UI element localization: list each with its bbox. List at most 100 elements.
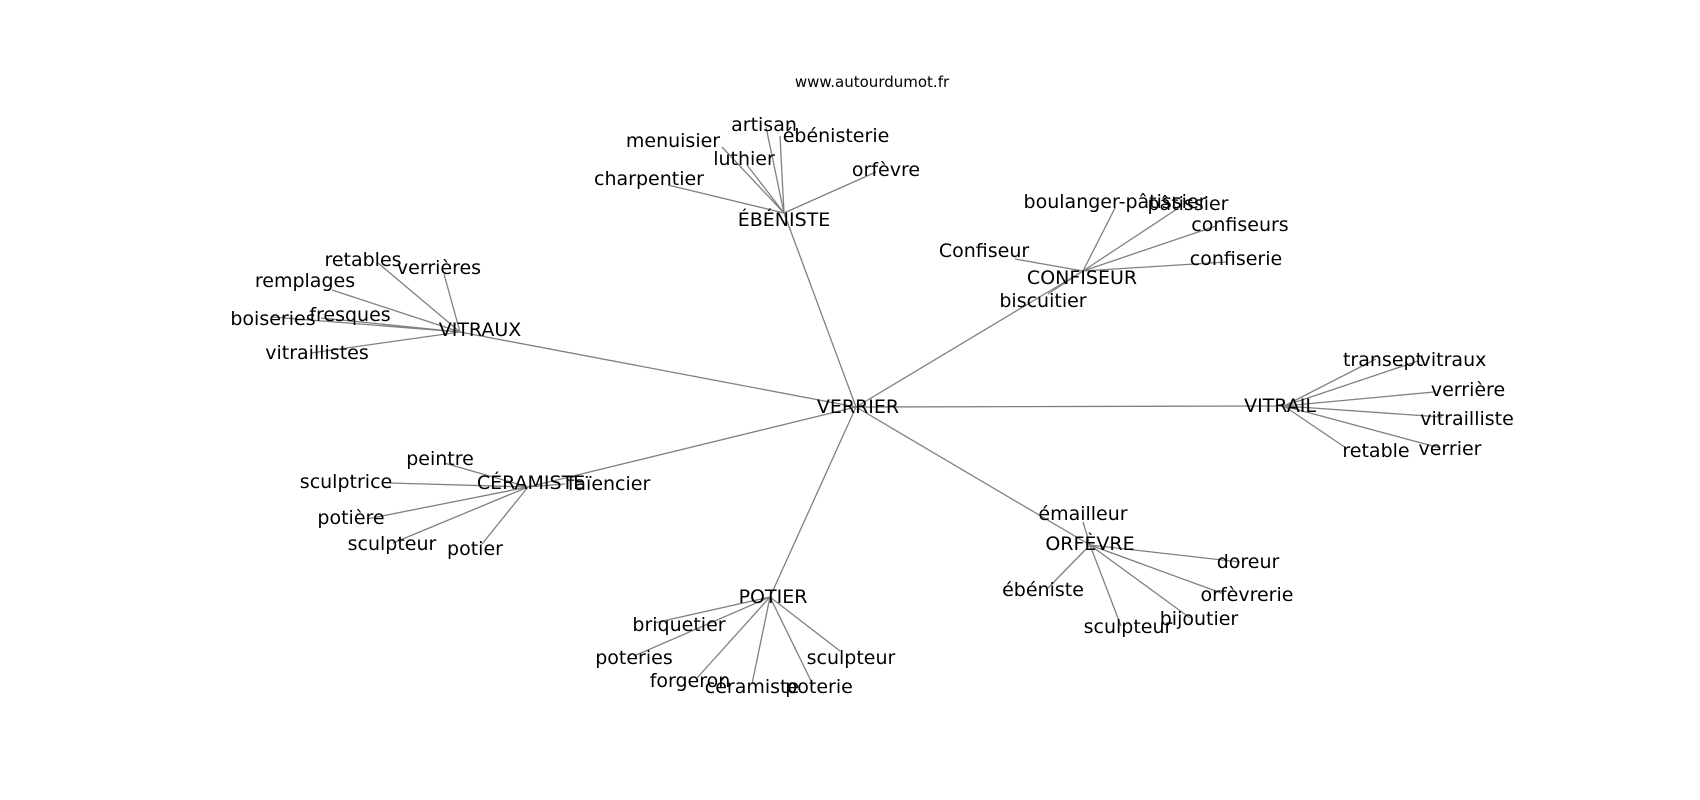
watermark-text: www.autourdumot.fr	[795, 73, 950, 91]
leaf-node-ebeniste-2: ébénisterie	[783, 125, 890, 147]
edge-potier-3	[696, 596, 771, 679]
leaf-node-ebeniste-1: artisan	[731, 114, 797, 136]
edge-vitraux-0	[377, 262, 461, 333]
leaf-node-orfevre-4: sculpteur	[1084, 616, 1173, 638]
edge-vitrail-3	[1283, 405, 1443, 418]
leaf-node-orfevre-5: bijoutier	[1160, 608, 1239, 630]
leaf-node-vitrail-5: verrier	[1418, 438, 1481, 460]
edges-layer	[271, 126, 1443, 686]
hub-node-confiseur: CONFISEUR	[1027, 267, 1137, 289]
edge-ceramiste-4	[392, 486, 529, 544]
leaf-node-ebeniste-4: orfèvre	[852, 159, 920, 181]
leaf-node-confiseur-5: biscuitier	[999, 290, 1086, 312]
leaf-node-potier-2: sculpteur	[807, 647, 896, 669]
edge-vitrail-4	[1283, 405, 1347, 449]
edge-confiseur-3	[1014, 258, 1084, 272]
edge-vitrail-2	[1283, 391, 1435, 407]
leaf-node-vitraux-0: retables	[324, 249, 401, 271]
edge-orfevre-1	[1089, 544, 1241, 563]
leaf-node-confiseur-3: Confiseur	[939, 240, 1030, 262]
edge-confiseur-5	[1047, 270, 1084, 295]
edge-orfevre-3	[1089, 544, 1225, 595]
hub-node-vitrail: VITRAIL	[1244, 395, 1316, 417]
leaf-node-ceramiste-4: sculpteur	[348, 533, 437, 555]
leaf-node-ceramiste-5: potier	[447, 538, 503, 560]
edge-potier-0	[653, 596, 771, 624]
edge-center-potier	[769, 406, 857, 598]
edge-center-orfevre	[855, 406, 1091, 546]
edge-ebeniste-3	[746, 164, 785, 214]
edge-ebeniste-5	[667, 184, 785, 214]
edge-potier-1	[633, 596, 771, 657]
leaf-node-potier-4: céramiste	[705, 676, 799, 698]
leaf-node-vitrail-1: vitraux	[1420, 349, 1487, 371]
edge-ebeniste-4	[783, 171, 877, 214]
leaf-node-potier-0: briquetier	[632, 614, 725, 636]
leaf-node-ebeniste-5: charpentier	[594, 168, 704, 190]
leaf-node-potier-5: poterie	[785, 676, 853, 698]
edge-center-ebeniste	[783, 212, 857, 408]
edge-vitrail-5	[1283, 405, 1441, 449]
leaf-node-vitrail-0: transept	[1343, 349, 1423, 371]
edge-ceramiste-2	[527, 483, 566, 488]
edge-center-vitrail	[855, 405, 1285, 408]
edge-confiseur-4	[1082, 261, 1227, 272]
edge-vitraux-1	[443, 273, 461, 333]
leaf-node-confiseur-4: confiserie	[1190, 248, 1282, 270]
edge-ebeniste-0	[721, 146, 785, 214]
leaf-node-vitrail-2: verrière	[1431, 379, 1505, 401]
edge-ceramiste-0	[443, 462, 529, 488]
edge-potier-2	[769, 596, 841, 652]
leaf-node-orfevre-0: émailleur	[1038, 503, 1127, 525]
edge-orfevre-2	[1047, 544, 1091, 589]
leaf-node-confiseur-0: boulanger-pâtissier	[1024, 191, 1207, 213]
edge-potier-4	[751, 596, 771, 685]
edge-vitraux-3	[271, 316, 461, 333]
leaf-node-ceramiste-2: faïencier	[568, 473, 651, 495]
leaf-node-ceramiste-3: potière	[317, 507, 384, 529]
edge-potier-5	[769, 596, 814, 686]
edge-confiseur-2	[1082, 225, 1217, 272]
leaf-node-vitraux-5: vitraillistes	[265, 342, 368, 364]
edge-ebeniste-1	[765, 126, 785, 214]
edge-orfevre-0	[1082, 521, 1091, 546]
leaf-node-orfevre-1: doreur	[1217, 551, 1280, 573]
leaf-node-vitraux-2: remplages	[255, 270, 355, 292]
leaf-node-vitrail-4: retable	[1342, 440, 1409, 462]
hub-node-potier: POTIER	[739, 586, 808, 608]
edge-vitraux-5	[310, 331, 461, 354]
leaf-node-ebeniste-3: luthier	[713, 148, 775, 170]
edge-orfevre-4	[1089, 544, 1122, 627]
leaf-node-vitrail-3: vitrailliste	[1420, 408, 1514, 430]
hub-node-ebeniste: ÉBÉNISTE	[738, 208, 831, 231]
center-node-label: VERRIER	[817, 396, 899, 418]
edge-ceramiste-3	[366, 486, 529, 520]
hub-node-ceramiste: CÉRAMISTE	[477, 471, 585, 494]
edge-center-ceramiste	[527, 406, 857, 488]
edge-vitrail-1	[1283, 360, 1419, 407]
edge-vitrail-0	[1283, 358, 1377, 407]
leaf-node-ceramiste-1: sculptrice	[300, 471, 392, 493]
hub-node-vitraux: VITRAUX	[439, 319, 522, 341]
leaf-node-vitraux-1: verrières	[397, 257, 481, 279]
leaf-node-ebeniste-0: menuisier	[626, 130, 720, 152]
edge-center-confiseur	[855, 270, 1084, 408]
hub-node-orfevre: ORFÈVRE	[1045, 532, 1134, 555]
edge-ceramiste-1	[389, 482, 529, 488]
labels-layer: VERRIERÉBÉNISTEmenuisierartisanébénister…	[230, 114, 1513, 698]
leaf-node-orfevre-2: ébéniste	[1002, 579, 1084, 601]
leaf-node-confiseur-2: confiseurs	[1191, 214, 1288, 236]
leaf-node-vitraux-3: boiseries	[230, 308, 315, 330]
edge-orfevre-5	[1089, 544, 1191, 619]
edge-confiseur-1	[1082, 206, 1181, 272]
leaf-node-vitraux-4: fresques	[309, 304, 390, 326]
leaf-node-confiseur-1: pâtissier	[1147, 193, 1228, 215]
leaf-node-orfevre-3: orfèvrerie	[1201, 584, 1294, 606]
leaf-node-potier-3: forgeron	[650, 670, 731, 692]
edge-ebeniste-2	[779, 135, 785, 214]
edge-confiseur-0	[1082, 207, 1116, 272]
leaf-node-ceramiste-0: peintre	[406, 448, 474, 470]
leaf-node-potier-1: poteries	[595, 647, 673, 669]
edge-ceramiste-5	[481, 486, 529, 545]
